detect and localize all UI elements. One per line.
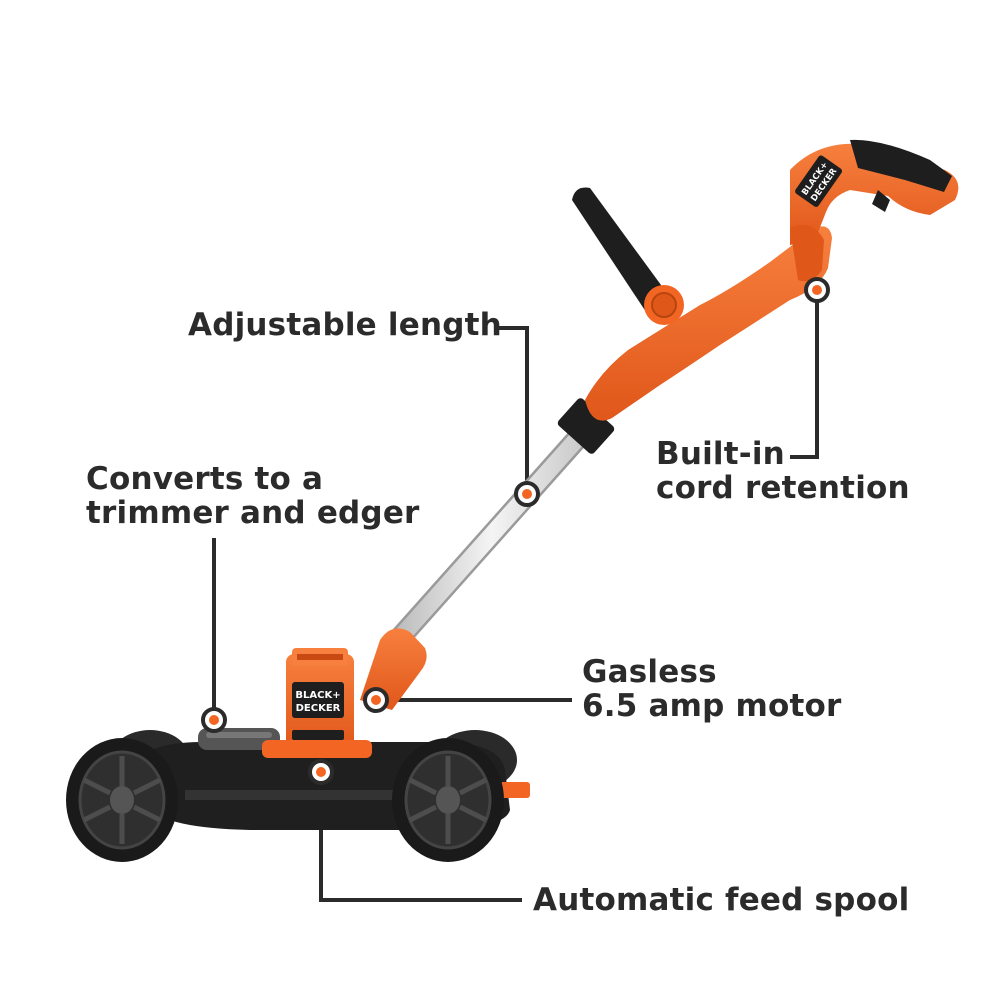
handle-assembly: BLACK+ DECKER [557,139,959,454]
front-right-wheel [392,738,504,862]
callout-built-in: Built-in cord retention [656,437,910,505]
shaft [387,419,596,651]
motor-logo-line1: BLACK+ [295,690,340,701]
callout-markers [201,277,830,785]
motor-logo-badge [292,682,344,718]
marker-automatic-feed [308,759,334,785]
leader-adjustable-length [496,326,529,494]
leader-built-in [790,290,819,459]
callout-gasless: Gasless 6.5 amp motor [582,655,842,723]
callout-automatic-feed-spool: Automatic feed spool [533,883,909,917]
callout-converts: Converts to a trimmer and edger [86,462,420,530]
marker-adjustable-length [514,481,540,507]
callout-adjustable-length-text: Adjustable length [188,307,502,343]
motor-logo-line2: DECKER [296,703,341,714]
front-left-wheel [66,738,178,862]
marker-converts [201,707,227,733]
handle-logo-badge [795,155,843,207]
callout-converts-line1: Converts to a [86,461,324,497]
mower-base [66,728,530,862]
callout-converts-line2: trimmer and edger [86,495,420,531]
callout-automatic-feed-spool-text: Automatic feed spool [533,882,910,918]
callout-adjustable-length: Adjustable length [188,308,502,342]
marker-built-in [804,277,830,303]
callout-built-in-line1: Built-in [656,436,785,472]
callout-gasless-line2: 6.5 amp motor [582,688,842,724]
motor-head: BLACK+ DECKER [262,628,427,758]
marker-gasless [363,687,389,713]
callout-gasless-line1: Gasless [582,654,717,690]
callout-built-in-line2: cord retention [656,470,910,506]
